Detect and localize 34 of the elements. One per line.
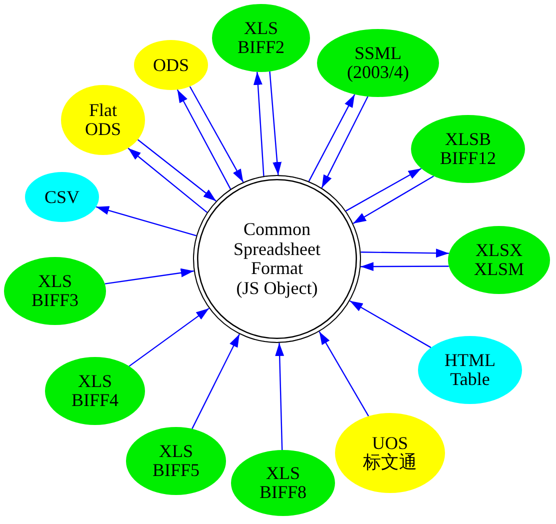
arrow bbox=[128, 148, 208, 213]
node-label: XLS BIFF5 bbox=[152, 442, 200, 480]
arrow bbox=[360, 248, 449, 258]
node-label: XLS BIFF4 bbox=[71, 372, 119, 410]
arrow bbox=[253, 72, 264, 176]
node-label: XLS BIFF2 bbox=[237, 19, 285, 57]
arrow bbox=[360, 262, 449, 272]
arrow bbox=[269, 71, 282, 176]
arrow bbox=[275, 342, 284, 450]
arrow bbox=[321, 96, 368, 188]
node-label: ODS bbox=[152, 56, 189, 74]
arrow bbox=[318, 331, 370, 416]
node-label: UOS 标文通 bbox=[363, 434, 417, 472]
arrow bbox=[352, 176, 434, 224]
arrow bbox=[350, 300, 432, 348]
arrow bbox=[104, 268, 194, 284]
arrow bbox=[192, 334, 240, 430]
node-label: HTML Table bbox=[444, 351, 496, 389]
arrow bbox=[346, 168, 422, 212]
arrow bbox=[189, 86, 244, 182]
format-ellipse bbox=[25, 172, 99, 222]
arrow bbox=[96, 206, 196, 236]
node-label: XLS BIFF8 bbox=[259, 464, 307, 502]
node-label: XLSX XLSM bbox=[474, 241, 524, 279]
arrow bbox=[137, 139, 217, 202]
arrow bbox=[176, 89, 232, 190]
node-label: CSV bbox=[44, 188, 80, 206]
node-label: XLS BIFF3 bbox=[31, 272, 79, 310]
node-label: XLSB BIFF12 bbox=[440, 130, 496, 168]
node-label: SSML (2003/4) bbox=[347, 44, 409, 82]
hub-label: Common Spreadsheet Format (JS Object) bbox=[234, 220, 320, 298]
arrow bbox=[308, 94, 356, 182]
node-label: Flat ODS bbox=[84, 101, 121, 139]
arrow bbox=[128, 308, 210, 367]
